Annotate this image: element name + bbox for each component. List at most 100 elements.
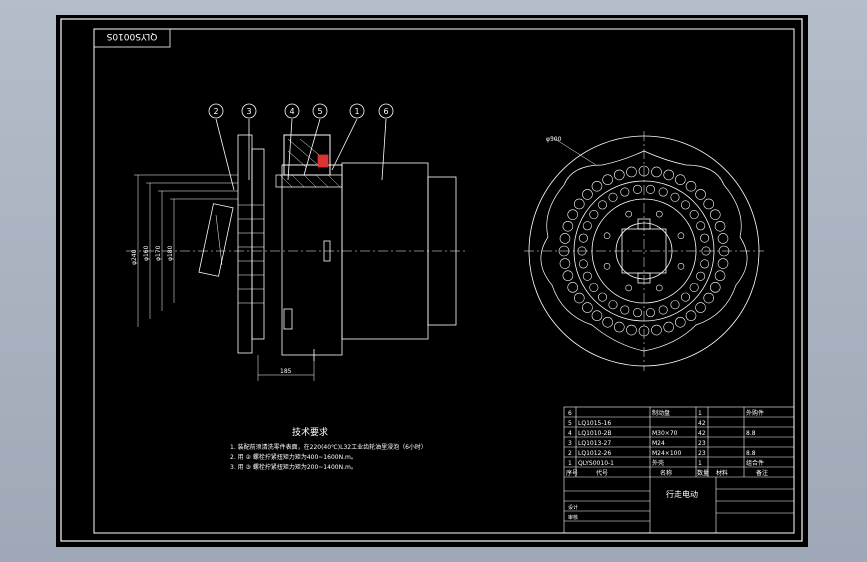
bolt-hole [651,324,662,336]
balloon-group: 2 3 4 5 1 6 [208,103,394,119]
balloon-3: 3 [241,103,257,119]
bolt-hole [567,282,579,293]
bolt-ring [558,165,730,337]
bolt-hole [701,246,711,256]
inner-hole [603,263,611,270]
bolt-hole [598,292,608,302]
bolt-hole [670,300,680,310]
bolt-hole [562,220,574,232]
bolt-hole [602,174,613,186]
bolt-hole [658,187,668,197]
bolt-hole [633,184,643,194]
parts-cell-no: 2 [568,450,572,457]
svg-text:3: 3 [246,107,251,116]
bolt-hole [703,292,715,304]
svg-text:名称: 名称 [660,469,672,477]
balloon-6: 6 [378,103,394,119]
parts-cell-code: LQ1015-16 [578,420,611,427]
dimension-texts: φ240 φ160 φ170 φ180 185 [131,245,292,375]
bolt-hole [714,270,726,282]
drawing-sheet[interactable]: QLYS0010S [56,15,808,547]
parts-cell-no: 3 [568,440,572,447]
bolt-hole [714,220,726,232]
bolt-hole [663,169,675,181]
parts-cell-note: 8.8 [746,430,756,437]
bolt-hole [675,316,686,328]
bolt-hole [598,200,608,210]
svg-text:1: 1 [354,107,359,116]
parts-cell-name: M24 [652,440,665,447]
bolt-hole [703,198,715,210]
bolt-hole [620,305,630,315]
bolt-hole [578,259,588,269]
bolt-hole [695,189,706,200]
bolt-hole [578,233,588,243]
balloon-4: 4 [284,103,300,119]
tech-req-line-1: 1. 装配前须清洗零件表面，在220(40℃)L32工业齿轮油里浸泡（6小时） [230,443,427,451]
title-block-checker: 审核 [568,514,578,521]
bolt-hole [689,210,699,220]
drawing-number: QLYS0010S [106,31,157,41]
bolt-hole [717,258,729,269]
bolt-hole [582,271,592,281]
tech-req-title: 技术要求 [292,426,328,438]
bolt-hole [591,180,603,192]
parts-cell-code: QLYS0010-1 [578,460,614,467]
section-view [126,118,466,381]
inner-hole [625,210,632,218]
parts-cell-qty: 23 [698,440,706,447]
parts-cell-qty: 42 [698,420,706,427]
bolt-hole [620,187,630,197]
parts-cell-note: 外购件 [746,409,764,417]
bolt-hole [717,233,729,244]
bolt-hole [696,271,706,281]
parts-cell-code: LQ1010-2B [578,430,611,437]
bolt-hole [700,233,710,243]
inner-hole [656,284,663,292]
end-view [524,131,764,371]
outer-frame [60,18,803,542]
bolt-hole [582,302,593,313]
bolt-hole [559,233,571,244]
parts-cell-qty: 1 [698,460,702,467]
bolt-hole [718,245,730,257]
bolt-hole [695,302,706,313]
parts-cell-note: 8.8 [746,450,756,457]
parts-list-header: 序号 代号 名称 数量 材料 备注 [566,469,768,477]
title-block-title: 行走电动 [666,489,698,499]
inner-hole [656,210,663,218]
bolt-hole [675,174,686,186]
drawing-number-box: QLYS0010S [93,28,171,48]
inner-hole [603,232,611,239]
drawing-canvas: QLYS0010S [60,18,803,542]
bolt-hole [638,165,650,177]
bolt-hole [685,310,697,322]
bolt-hole [582,221,592,231]
bolt-hole [645,184,655,194]
dim-160: φ160 [143,245,150,261]
bolt-hole [608,192,618,202]
bolt-hole [626,324,637,336]
bolt-hole [651,166,662,178]
bolt-hole [700,259,710,269]
bolt-hole [685,180,697,192]
bolt-hole [709,282,721,293]
bolt-hole [658,305,668,315]
parts-cell-qty: 1 [698,410,702,417]
parts-list-table [563,406,795,534]
bolt-hole [589,210,599,220]
bolt-hole [613,321,625,333]
svg-text:序号: 序号 [566,469,578,477]
parts-cell-name: 制动盘 [652,409,670,417]
technical-requirements: 技术要求 1. 装配前须清洗零件表面，在220(40℃)L32工业齿轮油里浸泡（… [230,426,427,471]
title-block-designer: 设计 [568,504,578,511]
svg-text:6: 6 [383,107,388,116]
diameter-label: φ500 [546,136,562,143]
bolt-hole [680,200,690,210]
parts-cell-name: 外壳 [652,459,664,467]
parts-cell-no: 6 [568,410,572,417]
bolt-hole [689,282,699,292]
dim-170: φ170 [155,245,162,261]
bolt-hole [608,300,618,310]
